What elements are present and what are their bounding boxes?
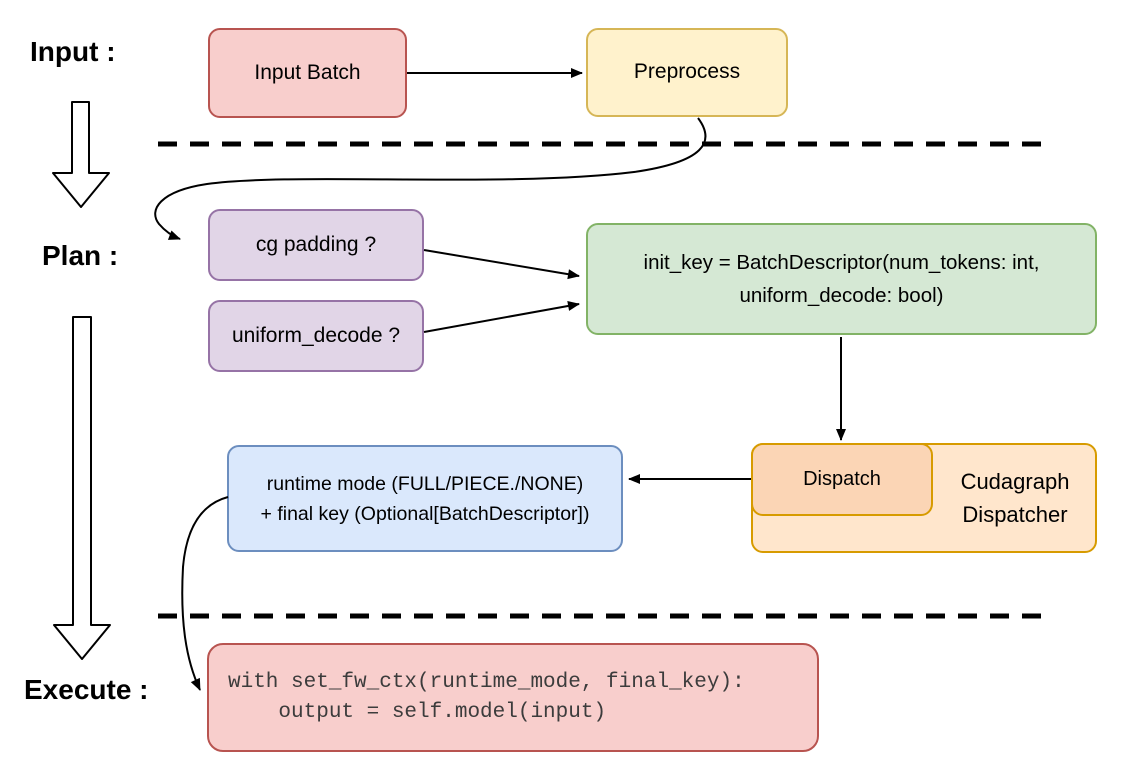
cudagraph-line2: Dispatcher bbox=[962, 502, 1068, 527]
node-preprocess: Preprocess bbox=[586, 28, 788, 117]
edge-uniformdecode-to-initkey bbox=[423, 301, 580, 333]
node-cg-padding: cg padding ? bbox=[208, 209, 424, 281]
node-preprocess-label: Preprocess bbox=[633, 60, 741, 84]
node-dispatch: Dispatch bbox=[751, 443, 933, 516]
node-runtime-result: runtime mode (FULL/PIECE./NONE) + final … bbox=[227, 445, 623, 552]
stage-label-input: Input : bbox=[30, 36, 116, 67]
node-dispatch-label: Dispatch bbox=[803, 468, 881, 490]
node-execute-code-line2: output = self.model(input) bbox=[228, 700, 607, 724]
node-execute-code: with set_fw_ctx(runtime_mode, final_key)… bbox=[207, 643, 819, 752]
node-input-batch-label: Input Batch bbox=[254, 60, 361, 84]
cudagraph-line1: Cudagraph bbox=[960, 469, 1070, 494]
node-uniform-decode-label: uniform_decode ? bbox=[231, 323, 401, 347]
node-runtime-line1: runtime mode (FULL/PIECE./NONE) bbox=[266, 472, 584, 495]
node-init-key-line2: uniform_decode: bool) bbox=[739, 284, 944, 307]
node-cudagraph-dispatcher-label: Cudagraph Dispatcher bbox=[933, 443, 1097, 553]
node-init-key-line1: init_key = BatchDescriptor(num_tokens: i… bbox=[643, 251, 1040, 274]
stage-label-plan: Plan : bbox=[42, 240, 119, 271]
node-execute-code-line1: with set_fw_ctx(runtime_mode, final_key)… bbox=[228, 670, 745, 694]
node-uniform-decode: uniform_decode ? bbox=[208, 300, 424, 372]
edge-cgpadding-to-initkey bbox=[423, 249, 580, 280]
node-init-key: init_key = BatchDescriptor(num_tokens: i… bbox=[586, 223, 1097, 335]
node-runtime-line2: + final key (Optional[BatchDescriptor]) bbox=[260, 502, 590, 525]
stage-label-execute: Execute : bbox=[24, 674, 149, 705]
node-cg-padding-label: cg padding ? bbox=[255, 232, 377, 256]
plan-to-execute-arrow-icon bbox=[53, 316, 111, 660]
node-input-batch: Input Batch bbox=[208, 28, 407, 118]
input-to-plan-arrow-icon bbox=[52, 101, 110, 208]
